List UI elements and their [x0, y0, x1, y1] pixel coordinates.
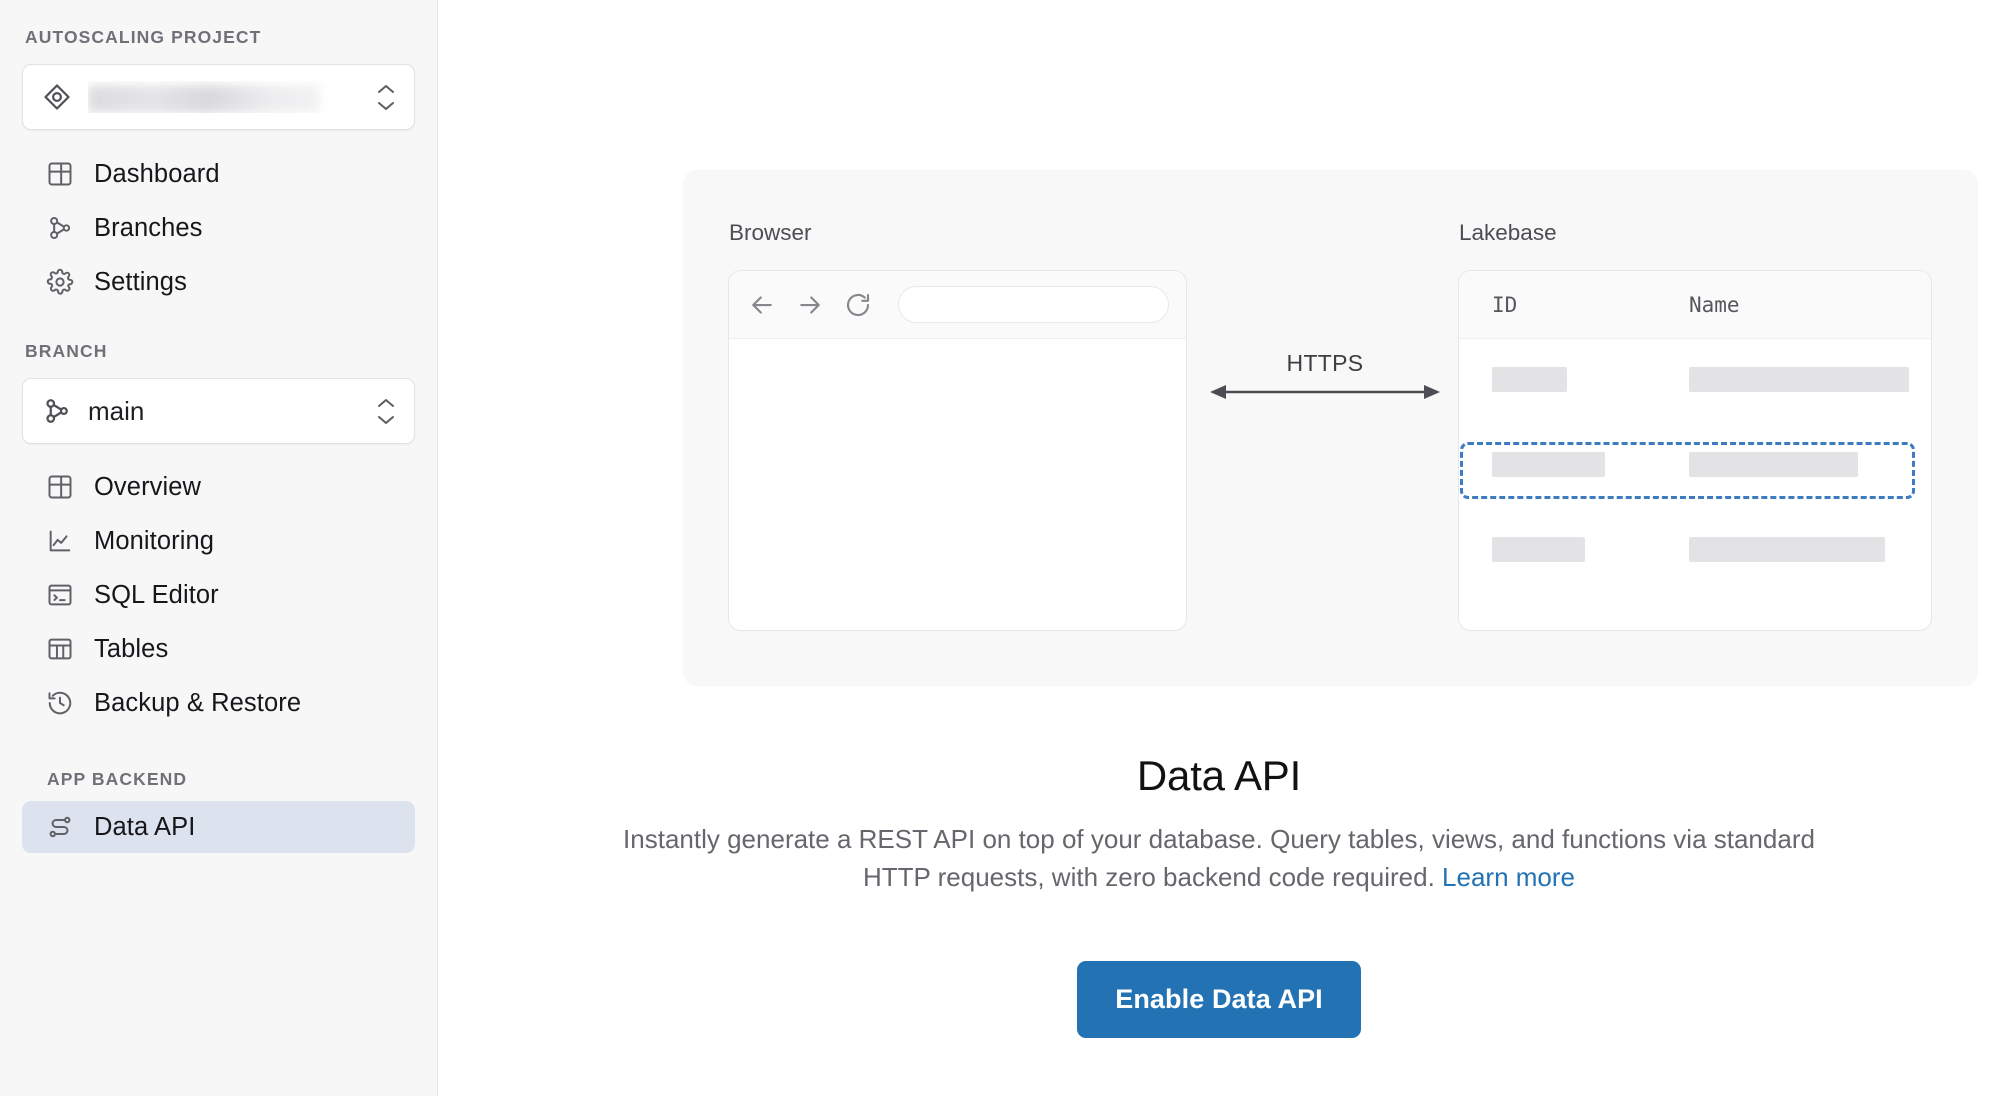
cell-name-placeholder	[1689, 536, 1885, 562]
sidebar-section-branch: BRANCH	[25, 341, 108, 361]
sidebar-item-label: Dashboard	[94, 159, 220, 188]
sidebar-item-tables[interactable]: Tables	[22, 623, 415, 675]
sidebar-item-label: SQL Editor	[94, 580, 219, 609]
column-header-id: ID	[1492, 292, 1518, 317]
browser-toolbar	[729, 271, 1186, 339]
project-nav: Dashboard Branches Setti	[22, 148, 415, 308]
cta-container: Enable Data API	[438, 961, 2000, 1038]
branch-nav: Overview Monitoring SQL Editor	[22, 461, 415, 729]
table-columns-icon	[43, 635, 77, 663]
cell-id-placeholder	[1492, 451, 1605, 477]
sidebar-item-overview[interactable]: Overview	[22, 461, 415, 513]
sidebar: AUTOSCALING PROJECT	[0, 0, 438, 1096]
cell-name-placeholder	[1689, 366, 1909, 392]
terminal-window-icon	[43, 581, 77, 609]
column-header-name: Name	[1689, 292, 1740, 317]
sidebar-section-project: AUTOSCALING PROJECT	[25, 27, 262, 47]
sidebar-item-settings[interactable]: Settings	[22, 256, 415, 308]
cell-name-placeholder	[1689, 451, 1858, 477]
browser-viewport	[729, 339, 1186, 630]
double-arrow-horizontal-icon	[1210, 385, 1440, 399]
sidebar-item-sql-editor[interactable]: SQL Editor	[22, 569, 415, 621]
main-content: Browser HTTPS	[438, 0, 2000, 1096]
history-clock-icon	[43, 689, 77, 717]
backend-nav: Data API	[22, 801, 415, 853]
sidebar-section-app-backend: APP BACKEND	[47, 769, 188, 789]
lakebase-table-header: ID Name	[1459, 271, 1931, 339]
sidebar-item-monitoring[interactable]: Monitoring	[22, 515, 415, 567]
sidebar-item-dashboard[interactable]: Dashboard	[22, 148, 415, 200]
branch-name: main	[88, 395, 145, 426]
table-row	[1459, 527, 1931, 571]
sidebar-item-label: Tables	[94, 634, 169, 663]
data-api-illustration: Browser HTTPS	[683, 170, 1978, 686]
sidebar-item-branches[interactable]: Branches	[22, 202, 415, 254]
learn-more-link[interactable]: Learn more	[1442, 862, 1575, 893]
gear-icon	[43, 268, 77, 296]
arrow-right-icon[interactable]	[795, 290, 825, 320]
line-chart-icon	[43, 527, 77, 555]
page-title: Data API	[1136, 752, 1302, 799]
table-row	[1459, 442, 1931, 486]
branch-selector[interactable]: main	[22, 378, 415, 444]
https-connector: HTTPS	[1208, 350, 1442, 409]
layout-dashboard-icon	[43, 473, 77, 501]
lakebase-panel-title: Lakebase	[1459, 220, 1557, 245]
sidebar-item-backup-restore[interactable]: Backup & Restore	[22, 677, 415, 729]
lakebase-diamond-icon	[42, 82, 76, 112]
arrow-left-icon[interactable]	[747, 290, 777, 320]
browser-url-input[interactable]	[898, 286, 1169, 323]
table-row	[1459, 357, 1931, 401]
project-selector[interactable]	[22, 64, 415, 130]
sidebar-item-label: Settings	[94, 267, 187, 296]
https-label: HTTPS	[1286, 350, 1364, 376]
reload-icon[interactable]	[843, 290, 873, 320]
git-branch-icon	[43, 214, 77, 242]
page-description-text: Instantly generate a REST API on top of …	[623, 824, 1815, 893]
sidebar-item-label: Backup & Restore	[94, 688, 302, 717]
chevron-up-down-icon	[375, 83, 397, 112]
data-api-route-icon	[43, 813, 77, 841]
lakebase-mock: ID Name	[1458, 270, 1932, 631]
git-branch-icon	[42, 396, 76, 426]
sidebar-item-label: Data API	[94, 812, 196, 841]
sidebar-item-data-api[interactable]: Data API	[22, 801, 415, 853]
lakebase-table-body	[1459, 339, 1931, 571]
project-name-redacted	[88, 81, 375, 113]
layout-dashboard-icon	[43, 160, 77, 188]
sidebar-item-label: Monitoring	[94, 526, 215, 555]
sidebar-item-label: Overview	[94, 472, 202, 501]
enable-data-api-button[interactable]: Enable Data API	[1077, 961, 1361, 1038]
chevron-up-down-icon	[375, 397, 397, 426]
browser-panel-title: Browser	[729, 220, 812, 245]
cell-id-placeholder	[1492, 536, 1585, 562]
browser-mock	[728, 270, 1187, 631]
page-description: Instantly generate a REST API on top of …	[588, 820, 1850, 897]
cell-id-placeholder	[1492, 366, 1567, 392]
sidebar-item-label: Branches	[94, 213, 203, 242]
